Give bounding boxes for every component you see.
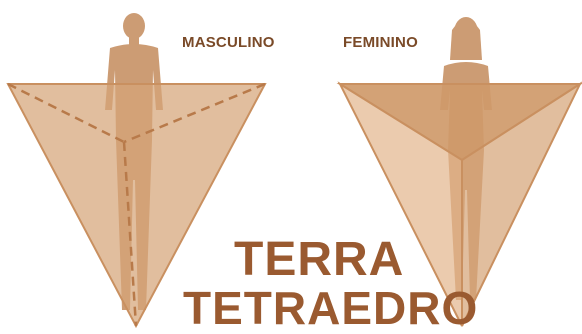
solid-title: TETRAEDRO (183, 282, 479, 334)
feminine-tetrahedron-icon (336, 17, 582, 327)
feminine-label: FEMININO (343, 34, 418, 51)
masculine-tetrahedron-icon (6, 13, 267, 329)
masculine-label: MASCULINO (182, 34, 275, 51)
masculine-triangle (6, 83, 267, 329)
feminine-right-face (461, 81, 582, 327)
element-title: TERRA (234, 233, 405, 286)
